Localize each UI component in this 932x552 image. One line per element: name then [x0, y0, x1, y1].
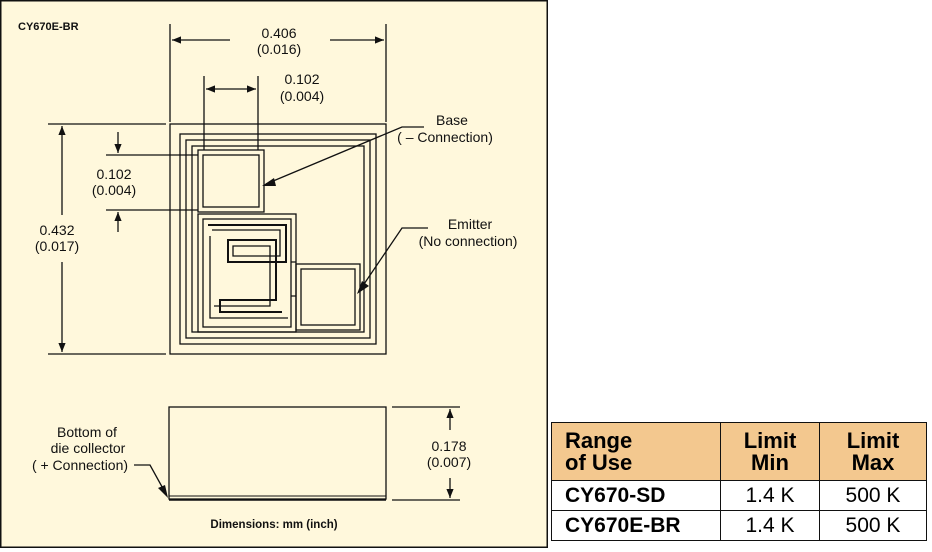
row-model: CY670-SD — [551, 480, 721, 511]
base-callout: Base ( – Connection) — [262, 112, 493, 186]
collector-label-1: Bottom of — [57, 424, 117, 440]
row-limit-min: 1.4 K — [720, 510, 820, 541]
height-in: (0.017) — [35, 238, 79, 254]
range-of-use-table: Range of Use Limit Min Limit Max CY670-S… — [551, 422, 927, 541]
thickness-in: (0.007) — [427, 454, 471, 470]
row-limit-min: 1.4 K — [720, 480, 820, 511]
header-limit-max: Limit Max — [819, 422, 927, 481]
thickness-mm: 0.178 — [431, 438, 466, 454]
die-top-view — [169, 123, 387, 355]
row-limit-max: 500 K — [819, 480, 927, 511]
row-model: CY670E-BR — [551, 510, 721, 541]
height-dimension: 0.432 (0.017) — [35, 123, 166, 355]
table-row: CY670E-BR 1.4 K 500 K — [551, 510, 927, 541]
die-dimension-diagram: CY670E-BR 0.406 (0.016) 0.102 — [0, 0, 548, 548]
height-mm: 0.432 — [39, 222, 74, 238]
pad-height-in: (0.004) — [92, 182, 136, 198]
header-range-of-use: Range of Use — [551, 422, 721, 481]
collector-callout: Bottom of die collector ( + Connection) — [32, 424, 168, 498]
collector-label-2: die collector — [51, 440, 126, 456]
base-connection-label: ( – Connection) — [397, 129, 493, 145]
emitter-label: Emitter — [448, 216, 493, 232]
table-row: CY670-SD 1.4 K 500 K — [551, 480, 927, 511]
emitter-pad — [295, 263, 361, 331]
thickness-dimension: 0.178 (0.007) — [392, 406, 471, 501]
diagram-panel — [0, 0, 548, 548]
emitter-connection-label: (No connection) — [419, 233, 518, 249]
pad-height-mm: 0.102 — [96, 166, 131, 182]
base-pad — [197, 149, 265, 213]
pad-width-dimension: 0.102 (0.004) — [203, 71, 324, 150]
dimensions-note: Dimensions: mm (inch) — [210, 519, 337, 531]
diagram-title: CY670E-BR — [18, 21, 79, 33]
pad-height-dimension: 0.102 (0.004) — [92, 132, 198, 232]
row-limit-max: 500 K — [819, 510, 927, 541]
header-limit-min: Limit Min — [720, 422, 820, 481]
pad-width-in: (0.004) — [280, 88, 324, 104]
width-mm: 0.406 — [261, 25, 296, 41]
collector-label-3: ( + Connection) — [32, 457, 128, 473]
base-label: Base — [436, 112, 468, 128]
die-side-view — [168, 406, 387, 501]
pad-width-mm: 0.102 — [284, 71, 319, 87]
emitter-callout: Emitter (No connection) — [357, 216, 517, 294]
table-header-row: Range of Use Limit Min Limit Max — [551, 422, 927, 481]
width-dimension: 0.406 (0.016) — [169, 24, 387, 122]
width-in: (0.016) — [257, 41, 301, 57]
